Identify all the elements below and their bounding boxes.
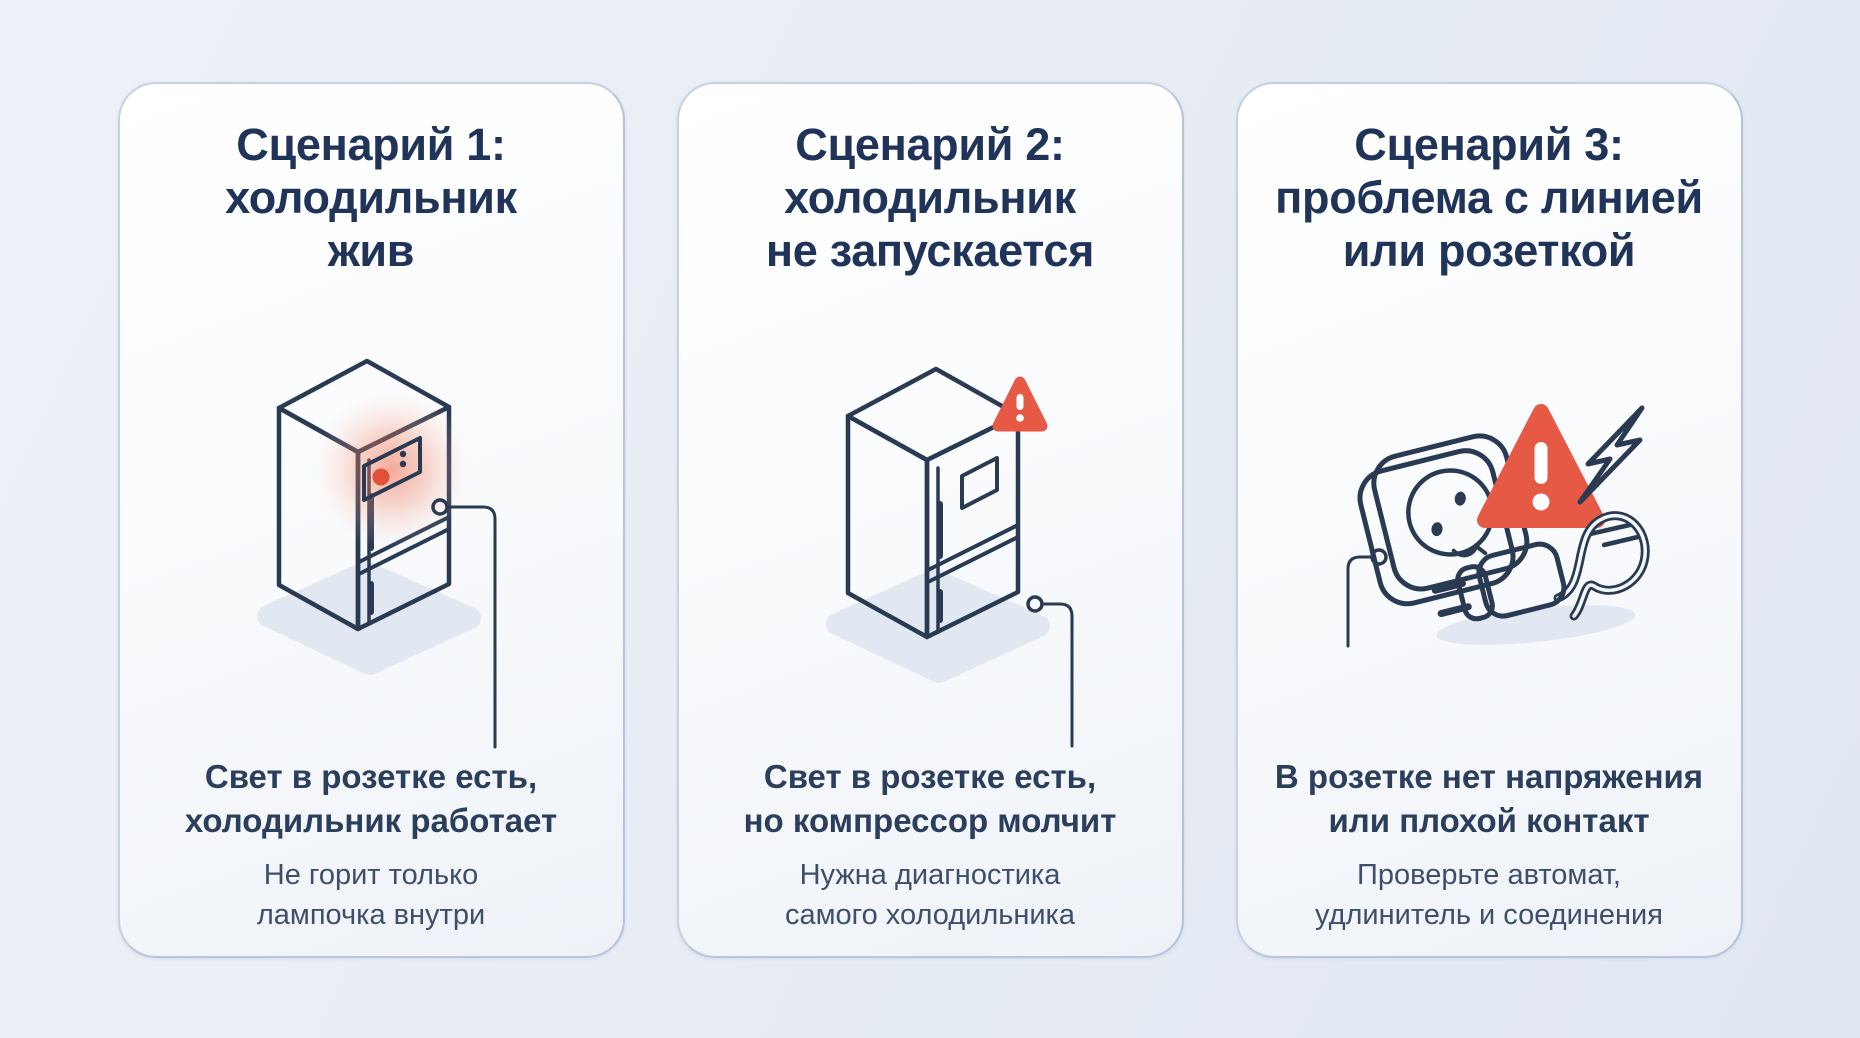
spark-lines [1587,521,1644,548]
callout-line [1025,595,1073,748]
card-3-illustration [1238,284,1741,739]
scenario-card-1: Сценарий 1: холодильник жив [117,82,625,958]
callout-line [430,498,496,749]
power-plug-icon [1431,541,1566,622]
card-1-note: Не горит только лампочка внутри [256,859,486,932]
scenario-card-3: Сценарий 3: проблема с линией или розетк… [1235,82,1743,958]
card-1-subtitle: Свет в розетке есть, холодильник работае… [184,758,558,839]
card-2-illustration [679,284,1182,748]
warning-triangle-icon [992,376,1047,432]
warning-triangle-icon [1476,404,1605,528]
fridge-silent-graphic [825,366,1073,748]
card-3-note: Проверьте автомат, удлинитель и соединен… [1315,859,1663,932]
card-1-illustration [120,284,623,749]
card-2-subtitle: Свет в розетке есть, но компрессор молчи… [743,758,1117,839]
plug-shadow [1436,605,1635,645]
card-2-title: Сценарий 2: холодильник не запускается [765,119,1095,277]
power-problem-graphic [1346,404,1650,648]
card-3-title: Сценарий 3: проблема с линией или розетк… [1275,119,1703,277]
display-panel [959,456,999,510]
scenario-card-2: Сценарий 2: холодильник не запускается [676,82,1184,958]
card-2-note: Нужна диагностика самого холодильника [784,859,1076,932]
scenario-infographic: Сценарий 1: холодильник жив [117,82,1743,958]
lightning-icon [1577,405,1644,505]
indicator-glow [311,389,472,549]
card-1-title: Сценарий 1: холодильник жив [225,119,517,277]
power-cable [1553,511,1650,621]
card-3-subtitle: В розетке нет напряжения или плохой конт… [1274,758,1704,839]
indicator-panel-icon [361,436,422,502]
fridge-alive-graphic [256,358,496,749]
indicator-light [372,468,389,486]
callout-line [1346,548,1388,648]
